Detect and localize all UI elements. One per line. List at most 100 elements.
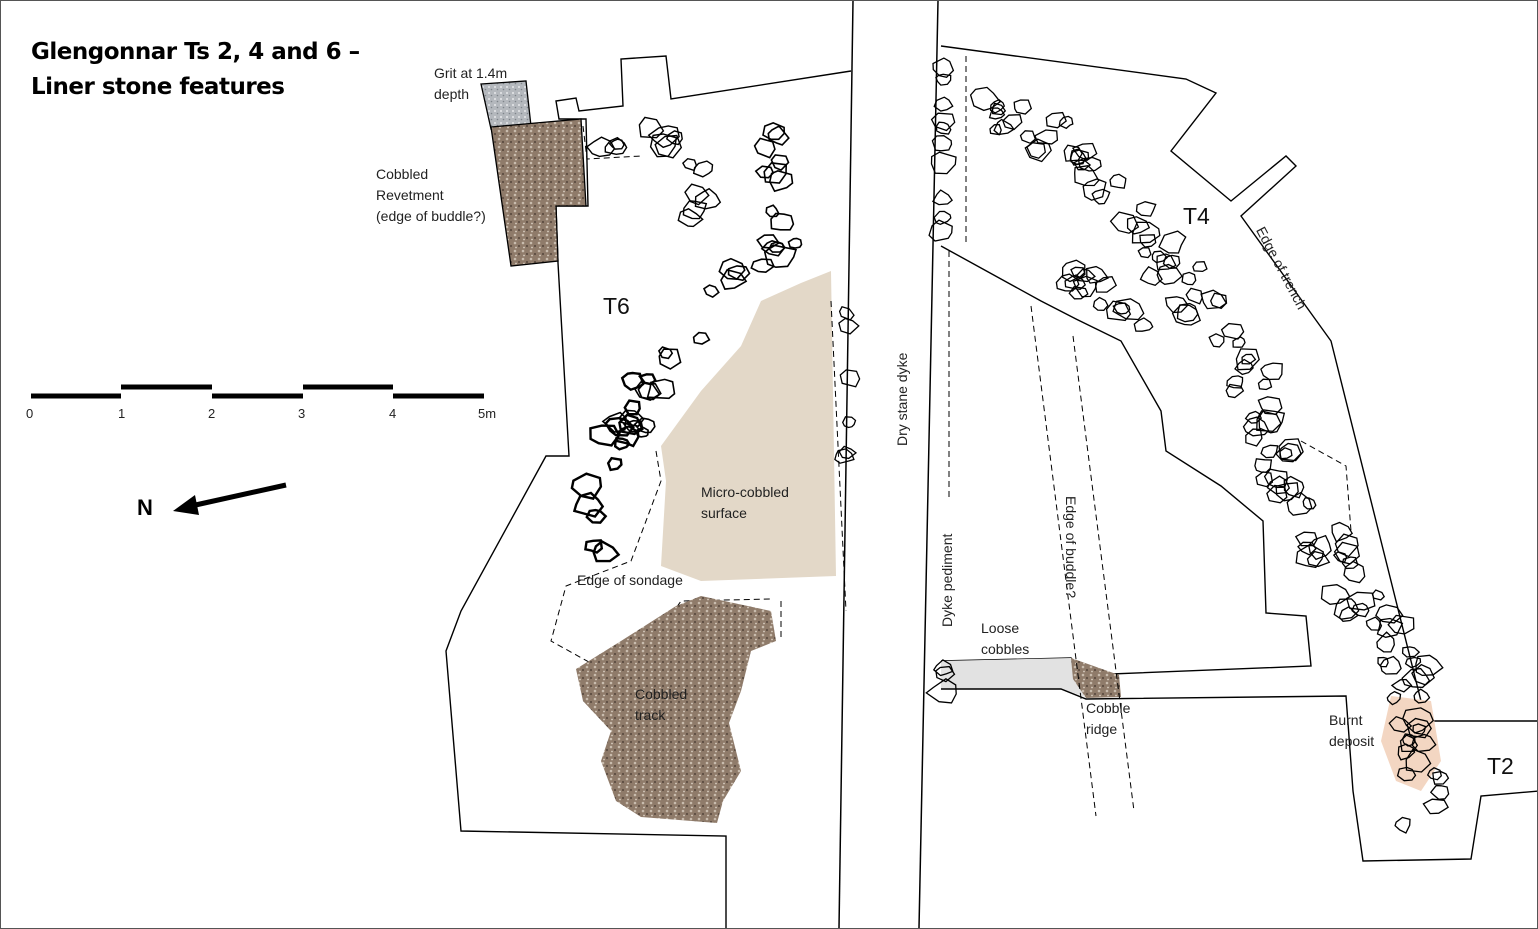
stone <box>727 265 751 282</box>
sondage-label: Edge of sondage <box>577 572 683 588</box>
stone <box>1266 475 1291 495</box>
stone <box>584 539 604 554</box>
stone <box>572 491 605 518</box>
stone <box>1412 723 1427 735</box>
stone <box>1162 254 1181 270</box>
stone <box>1345 591 1376 611</box>
stone <box>1283 475 1305 499</box>
stone <box>1135 201 1157 217</box>
stone <box>1260 362 1283 381</box>
north-arrow-icon <box>173 482 287 515</box>
stone <box>1401 646 1421 658</box>
stone <box>684 183 710 206</box>
stone <box>620 371 645 392</box>
stone <box>838 445 858 460</box>
stone <box>1133 317 1154 332</box>
stone <box>720 268 748 290</box>
stone <box>767 125 790 146</box>
stone <box>1266 484 1288 504</box>
stone <box>1338 605 1360 622</box>
stone <box>1263 468 1288 489</box>
stone <box>682 200 708 220</box>
stone <box>839 369 861 388</box>
stone <box>604 416 635 437</box>
title-line-2: Liner stone features <box>31 74 285 100</box>
stone <box>1376 617 1404 638</box>
stone <box>1220 322 1245 340</box>
stone <box>750 258 775 274</box>
stone <box>702 284 720 299</box>
stone <box>989 98 1006 114</box>
scale-tick-1: 1 <box>118 406 126 421</box>
stone <box>1343 560 1366 584</box>
pediment-label: Dyke pediment <box>939 533 955 627</box>
t4-lower-edge <box>941 688 1537 862</box>
stone <box>1164 296 1189 314</box>
stone <box>649 133 678 158</box>
stone <box>1074 165 1100 187</box>
stone <box>1185 287 1203 305</box>
stone <box>932 659 954 677</box>
scale-tick-2: 2 <box>208 406 216 421</box>
stone <box>1351 602 1370 618</box>
stone <box>1406 717 1432 739</box>
stone <box>1092 296 1109 311</box>
stone <box>1245 428 1263 447</box>
stone <box>1258 409 1286 434</box>
stone <box>1429 784 1450 800</box>
stone <box>1388 715 1413 733</box>
stone <box>1255 471 1274 488</box>
stone <box>1112 302 1131 315</box>
scale-tick-0: 0 <box>26 406 34 421</box>
stone <box>1109 211 1140 234</box>
stone <box>654 134 683 159</box>
stone <box>1334 533 1359 558</box>
stone <box>932 57 955 79</box>
stone <box>770 154 790 172</box>
stone <box>1256 410 1282 432</box>
stone <box>925 678 957 704</box>
stone <box>637 381 662 401</box>
stone <box>762 122 786 141</box>
stone <box>604 136 628 156</box>
stone <box>1109 173 1127 189</box>
stone <box>1279 447 1293 460</box>
micro-cobbled-surface <box>661 271 836 581</box>
stone <box>1331 521 1354 543</box>
stone <box>1320 584 1351 605</box>
edge-of-buddle-label: Edge of buddle? <box>1063 496 1079 598</box>
stone <box>1432 770 1450 785</box>
stone <box>1171 304 1202 326</box>
sondage-edge <box>550 450 772 667</box>
dyke-edge-east <box>918 1 939 928</box>
stone <box>1139 265 1163 287</box>
t4-inner-edge <box>940 245 1312 676</box>
stone <box>988 107 1006 120</box>
stone <box>935 665 956 683</box>
scale-tick-5: 5m <box>478 406 497 421</box>
stone <box>1061 259 1086 283</box>
stone <box>638 116 665 139</box>
stone <box>754 165 775 179</box>
stone <box>1387 614 1415 635</box>
stone <box>1137 247 1152 259</box>
stone <box>1341 556 1359 570</box>
stone <box>989 123 1002 136</box>
stone <box>692 331 711 345</box>
stone <box>1371 589 1386 601</box>
stone <box>756 234 780 249</box>
stone <box>928 219 953 242</box>
stone <box>834 448 855 464</box>
stone <box>1013 99 1033 115</box>
stone <box>623 399 641 416</box>
stone <box>1241 353 1257 365</box>
stone <box>1232 336 1246 348</box>
stone <box>935 121 952 135</box>
stone <box>841 416 857 429</box>
revetment-edge-dashed <box>582 125 642 160</box>
stone <box>1226 375 1244 389</box>
stone <box>787 237 803 249</box>
